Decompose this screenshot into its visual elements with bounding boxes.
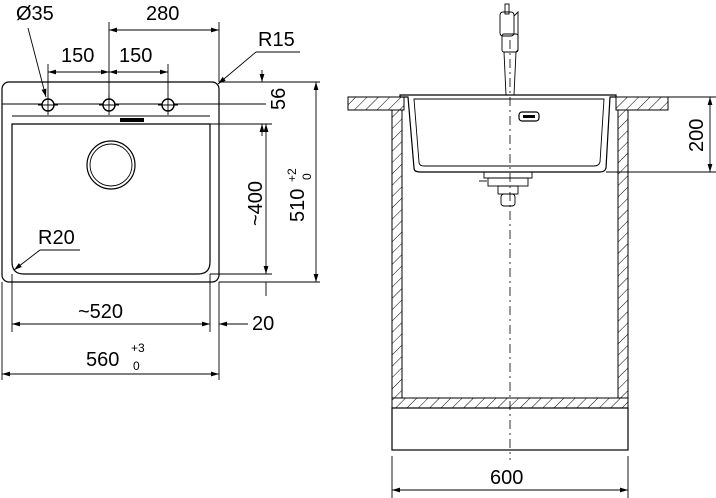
overall-depth-label: 510	[287, 189, 309, 222]
tap-hole-center	[99, 95, 119, 115]
cabinet-right-wall	[617, 109, 629, 399]
tap-hole-left	[38, 95, 58, 115]
sink-bowl-outline	[11, 123, 211, 275]
tap-spacing-left-label: 150	[61, 45, 94, 67]
rim-offset-label: 20	[252, 313, 274, 335]
sink-section-outer	[399, 94, 617, 173]
tap-ledge-depth-label: 56	[268, 88, 290, 110]
sink-section-inner	[413, 98, 605, 167]
tap-fixture	[499, 3, 519, 96]
tap-hole-diameter-label: Ø35	[16, 3, 54, 25]
overall-width-tol-lower: 0	[133, 359, 140, 373]
sink-outer-outline	[1, 81, 220, 283]
bowl-radius-label: R20	[38, 227, 75, 249]
overall-depth-tol-lower: 0	[300, 173, 314, 180]
section-view: 200 600	[347, 3, 716, 498]
drain-outer	[86, 140, 136, 190]
countertop-right	[615, 96, 669, 111]
overall-width-label: 560	[86, 349, 119, 371]
overall-width-tol-upper: +3	[131, 341, 145, 355]
overall-depth-tol-upper: +2	[285, 168, 299, 182]
cabinet-width-label: 600	[490, 467, 523, 489]
drain-assembly	[479, 171, 533, 207]
overflow-slot	[120, 118, 144, 122]
sink-height-label: 200	[686, 119, 708, 152]
overflow-fitting	[518, 111, 540, 122]
bowl-depth-label: ~400	[245, 181, 267, 226]
tap-hole-span-label: 280	[146, 3, 179, 25]
tap-spacing-right-label: 150	[119, 45, 152, 67]
tap-hole-right	[158, 95, 178, 115]
outer-radius-label: R15	[258, 29, 295, 51]
countertop-left	[347, 96, 405, 111]
cabinet-left-wall	[391, 109, 403, 399]
bowl-width-label: ~520	[78, 301, 123, 323]
drain-inner	[89, 143, 133, 187]
plan-view: Ø35 280 150 150 R15 56 ~400 510 +2	[1, 3, 320, 380]
